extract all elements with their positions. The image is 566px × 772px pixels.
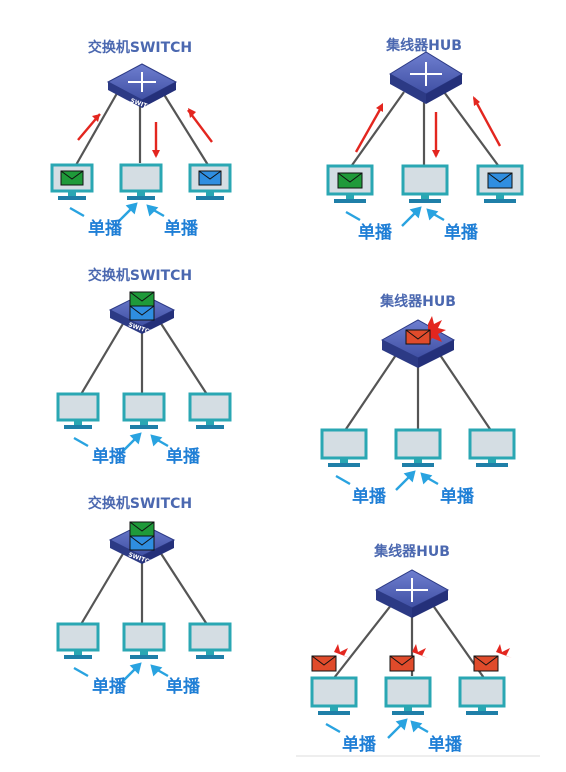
panel-title: 集线器HUB — [379, 293, 456, 310]
panel-hub-2: 集线器HUB 单播 单播 — [320, 293, 516, 507]
computer — [458, 676, 506, 715]
computer — [50, 163, 94, 200]
unicast-label: 单播 — [164, 218, 199, 239]
cables — [349, 91, 501, 169]
unicast-label: 单播 — [92, 446, 127, 467]
blue-arrow — [345, 206, 445, 227]
computer — [119, 163, 163, 200]
blue-arrow — [73, 662, 169, 683]
computer — [310, 676, 358, 715]
panel-hub-3: 集线器HUB 单播 单播 — [296, 543, 540, 757]
panel-switch-3: 交换机SWITCH SWITCH 单播 单播 — [56, 495, 232, 697]
burst-icon — [428, 316, 446, 346]
unicast-label: 单播 — [440, 486, 475, 507]
unicast-label: 单播 — [88, 218, 123, 239]
unicast-label: 单播 — [352, 486, 387, 507]
hub-device — [389, 51, 463, 104]
red-arrow — [354, 96, 502, 158]
blue-arrow — [73, 432, 169, 453]
arrows-icon — [396, 578, 428, 602]
panel-hub-1: 集线器HUB — [326, 37, 524, 243]
unicast-label: 单播 — [358, 222, 393, 243]
envelope-icon — [311, 644, 350, 672]
computer — [188, 163, 232, 200]
unicast-label: 单播 — [428, 734, 463, 755]
computer — [56, 622, 100, 659]
computer — [320, 428, 368, 467]
envelope-icon — [405, 329, 431, 345]
envelope-icon — [337, 172, 363, 189]
envelope-icon — [198, 170, 222, 186]
computer — [122, 622, 166, 659]
envelope-icon — [129, 535, 155, 551]
envelope-icon — [487, 172, 513, 189]
unicast-label: 单播 — [166, 676, 201, 697]
unicast-label: 单播 — [342, 734, 377, 755]
cables — [79, 551, 209, 627]
blue-arrow — [69, 202, 165, 223]
computer — [384, 676, 432, 715]
envelope-icon — [129, 521, 155, 537]
panel-title: 集线器HUB — [385, 37, 462, 54]
computer — [188, 392, 232, 429]
computer — [56, 392, 100, 429]
cables — [343, 351, 493, 433]
computer — [394, 428, 442, 467]
blue-arrow — [335, 470, 439, 491]
arrows-icon — [410, 62, 442, 86]
panel-title: 交换机SWITCH — [88, 267, 192, 284]
switch-device: SWITCH — [106, 63, 178, 113]
unicast-label: 单播 — [92, 676, 127, 697]
hub-device — [380, 316, 456, 368]
arrows-icon — [128, 72, 156, 92]
envelope-icon — [129, 305, 155, 321]
unicast-label: 单播 — [444, 222, 479, 243]
unicast-label: 单播 — [166, 446, 201, 467]
panel-title: 交换机SWITCH — [88, 39, 192, 56]
panel-switch-2: 交换机SWITCH SWITCH 单播 单播 — [56, 267, 232, 467]
panel-title: 集线器HUB — [373, 543, 450, 560]
computer — [401, 164, 449, 203]
computer — [468, 428, 516, 467]
computer — [188, 622, 232, 659]
envelope-icon — [129, 291, 155, 307]
switch-device: SWITCH — [108, 521, 176, 567]
computer — [122, 392, 166, 429]
hub-device — [374, 569, 450, 618]
envelope-icon — [389, 644, 428, 672]
computer — [326, 164, 374, 203]
panel-switch-1: 交换机SWITCH SWITCH — [50, 39, 232, 239]
cables — [79, 321, 209, 397]
panel-title: 交换机SWITCH — [88, 495, 192, 512]
blue-arrow — [325, 718, 429, 739]
envelope-icon — [473, 644, 512, 672]
computer — [476, 164, 524, 203]
red-arrow — [77, 108, 213, 158]
envelope-icon — [60, 170, 84, 186]
